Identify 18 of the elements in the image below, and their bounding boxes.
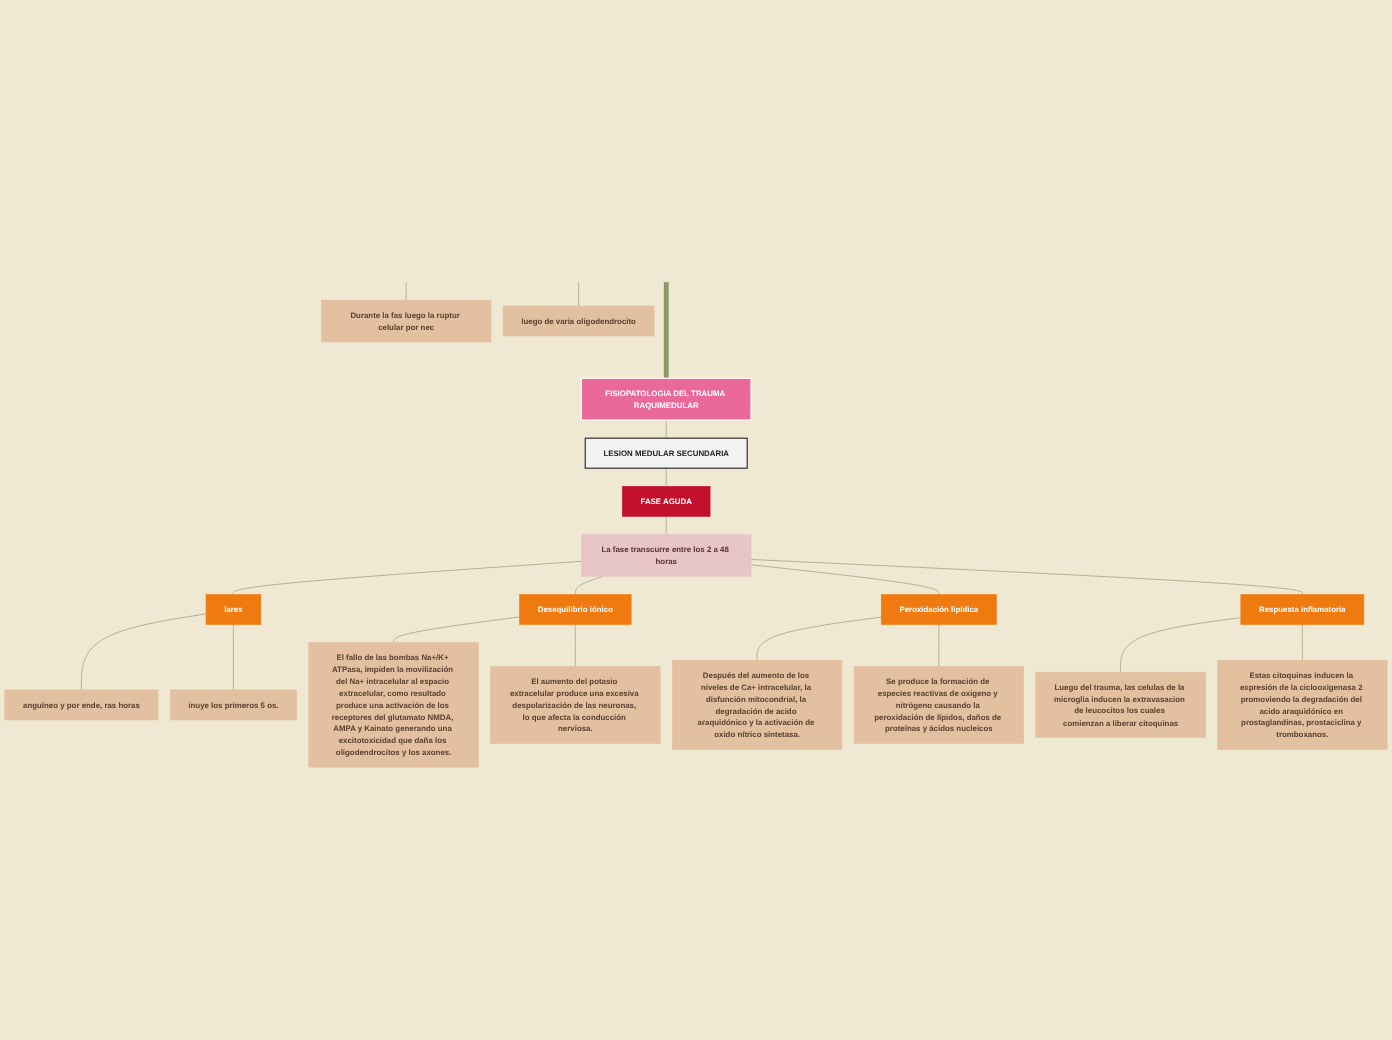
connector <box>665 515 667 535</box>
connector <box>405 281 407 301</box>
connector <box>665 419 667 439</box>
connector <box>750 564 940 595</box>
connector <box>574 624 576 667</box>
connector <box>578 281 580 307</box>
connector <box>232 624 234 691</box>
connector <box>1301 624 1303 661</box>
connector <box>1120 617 1242 673</box>
connector <box>232 560 582 595</box>
connector <box>81 613 207 691</box>
connector <box>393 616 520 644</box>
connector <box>750 559 1303 595</box>
connector <box>663 281 669 380</box>
connector <box>756 616 882 661</box>
connector <box>938 624 940 667</box>
connector <box>574 575 604 595</box>
connector <box>665 467 667 487</box>
